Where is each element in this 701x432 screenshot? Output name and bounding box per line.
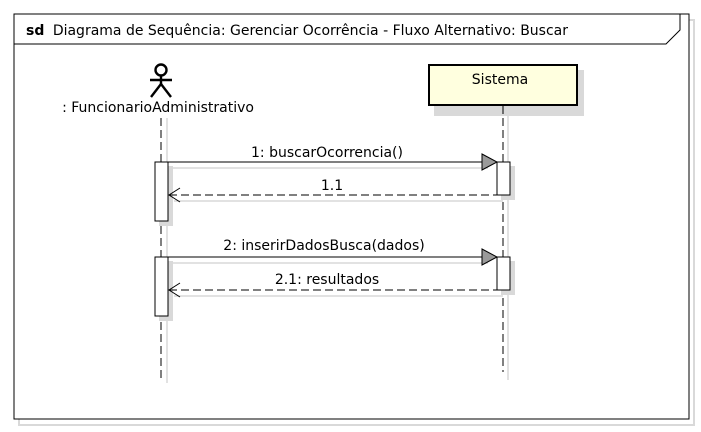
message-1-1-arrowhead: [168, 187, 181, 203]
system-activation-2: [496, 256, 511, 291]
message-2-arrowhead: [481, 248, 499, 266]
frame-title-tab: [14, 14, 681, 45]
message-1-1-label: 1.1: [321, 178, 343, 194]
message-2-1[interactable]: 2.1: resultados: [168, 272, 503, 298]
actor-activation-1: [154, 161, 169, 222]
system-activation-1: [496, 161, 511, 196]
actor-activation-2: [154, 256, 169, 317]
actor-name: : FuncionarioAdministrativo: [62, 100, 254, 116]
frame-title: sd Diagrama de Sequência: Gerenciar Ocor…: [26, 23, 568, 39]
message-2[interactable]: 2: inserirDadosBusca(dados): [168, 238, 499, 266]
diagram-frame: [13, 13, 690, 420]
system-box[interactable]: [428, 64, 578, 106]
message-2-1-arrowhead: [168, 282, 181, 298]
message-1-label: 1: buscarOcorrencia(): [251, 145, 403, 161]
message-2-1-label: 2.1: resultados: [275, 272, 379, 288]
message-1-1[interactable]: 1.1: [168, 178, 503, 203]
system-name: Sistema: [472, 72, 528, 88]
message-2-label: 2: inserirDadosBusca(dados): [223, 238, 424, 254]
message-1-arrowhead: [481, 153, 499, 171]
actor-icon: [150, 63, 172, 98]
message-1[interactable]: 1: buscarOcorrencia(): [168, 145, 499, 171]
